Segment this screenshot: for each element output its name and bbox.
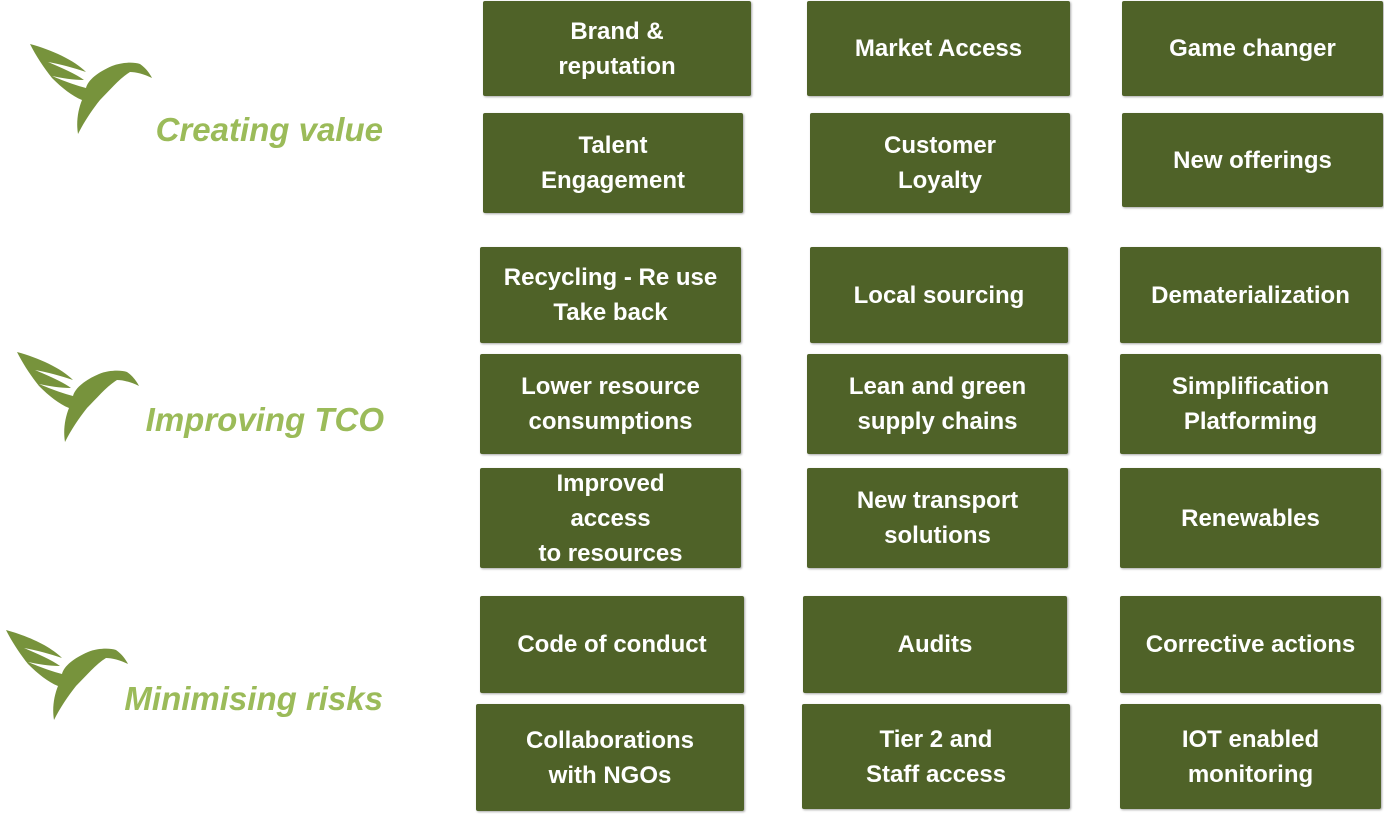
box-tier2-staff: Tier 2 and Staff access [802, 704, 1070, 809]
box-talent-engagement: Talent Engagement [483, 113, 743, 213]
box-brand-reputation: Brand & reputation [483, 1, 751, 96]
box-lower-resource: Lower resource consumptions [480, 354, 741, 454]
box-customer-loyalty: Customer Loyalty [810, 113, 1070, 213]
box-renewables: Renewables [1120, 468, 1381, 568]
category-label-improving-tco: Improving TCO [145, 401, 384, 438]
box-audits: Audits [803, 596, 1067, 693]
hummingbird-icon [30, 44, 152, 134]
box-corrective-actions: Corrective actions [1120, 596, 1381, 693]
hummingbird-icon [17, 352, 139, 442]
box-simplification: Simplification Platforming [1120, 354, 1381, 454]
box-market-access: Market Access [807, 1, 1070, 96]
box-game-changer: Game changer [1122, 1, 1383, 96]
box-recycling-reuse: Recycling - Re use Take back [480, 247, 741, 343]
box-code-of-conduct: Code of conduct [480, 596, 744, 693]
box-iot-monitoring: IOT enabled monitoring [1120, 704, 1381, 809]
box-dematerialization: Dematerialization [1120, 247, 1381, 343]
box-new-offerings: New offerings [1122, 113, 1383, 207]
category-label-creating-value: Creating value [155, 111, 383, 148]
box-collaborations-ngos: Collaborations with NGOs [476, 704, 744, 811]
box-new-transport: New transport solutions [807, 468, 1068, 568]
box-lean-green: Lean and green supply chains [807, 354, 1068, 454]
category-label-minimising-risks: Minimising risks [124, 680, 383, 717]
box-local-sourcing: Local sourcing [810, 247, 1068, 343]
hummingbird-icon [6, 630, 128, 720]
box-improved-access: Improved access to resources [480, 468, 741, 568]
